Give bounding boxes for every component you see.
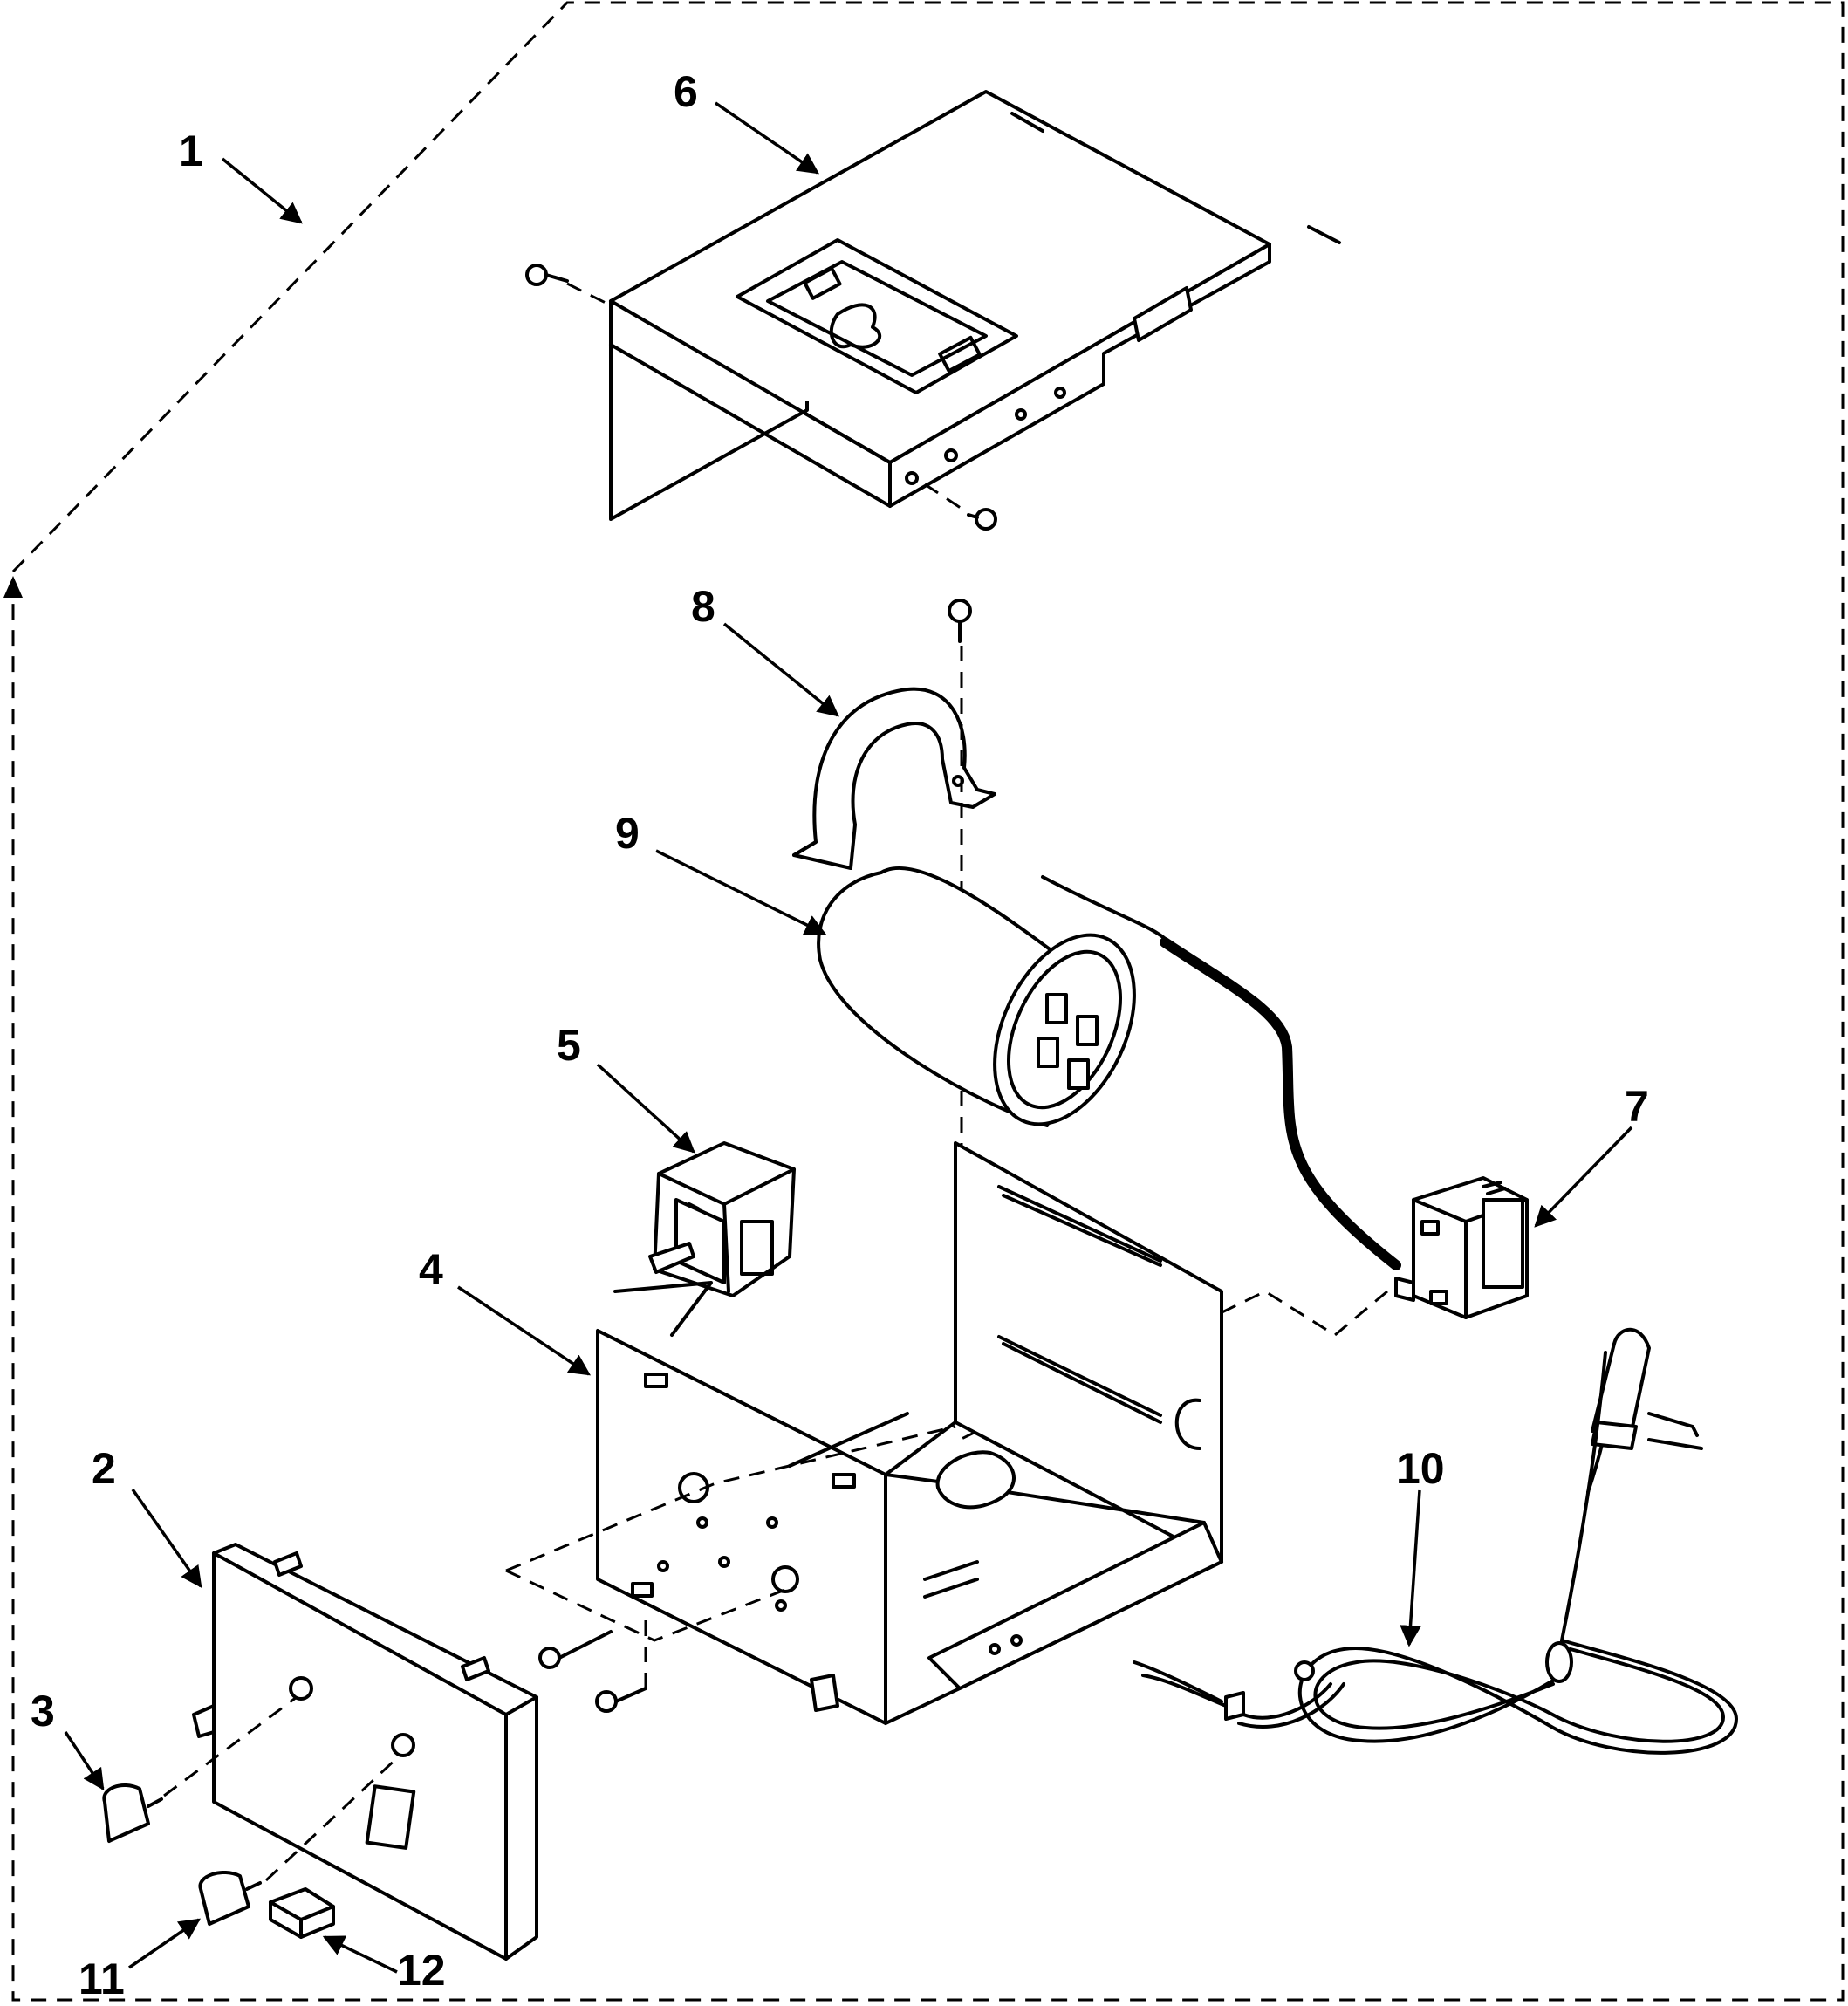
callout-5: 5 [557, 1021, 695, 1154]
svg-text:7: 7 [1625, 1082, 1649, 1131]
callout-6: 6 [674, 67, 820, 175]
callout-3: 3 [31, 1687, 105, 1791]
screw-top-left [525, 264, 612, 307]
callout-7: 7 [1534, 1082, 1649, 1228]
control-housing [596, 1141, 1223, 1725]
top-cover-bracket [609, 90, 1341, 521]
svg-text:10: 10 [1396, 1444, 1445, 1493]
callout-12: 12 [322, 1935, 446, 1995]
svg-text:1: 1 [179, 127, 203, 175]
thermostat-switch [1394, 1176, 1529, 1319]
svg-text:8: 8 [691, 582, 715, 631]
power-cord [1133, 1327, 1738, 1755]
callout-9: 9 [615, 809, 827, 935]
svg-text:4: 4 [419, 1245, 443, 1294]
knob-upper [102, 1695, 298, 1843]
svg-text:12: 12 [397, 1946, 446, 1995]
capacitor-wire [1041, 875, 1171, 944]
capacitor-wire-insulated [1160, 937, 1401, 1270]
screw-top-right [924, 483, 997, 531]
svg-text:3: 3 [31, 1687, 55, 1736]
run-capacitor [817, 866, 1136, 1127]
housing-screw-left [538, 1630, 613, 1669]
svg-text:6: 6 [674, 67, 698, 116]
callout-1: 1 [179, 127, 303, 224]
callout-4: 4 [419, 1245, 592, 1376]
timer-motor [613, 1141, 796, 1337]
housing-mount-dash-2 [505, 1569, 791, 1642]
svg-text:11: 11 [79, 1955, 125, 2003]
svg-text:5: 5 [557, 1021, 581, 1070]
assembly-boundary [3, 1, 1845, 2002]
housing-screw-right [595, 1619, 647, 1713]
front-control-panel [192, 1543, 538, 1961]
knob-lower [198, 1754, 401, 1926]
callout-2: 2 [92, 1444, 202, 1589]
svg-text:2: 2 [92, 1444, 116, 1493]
capacitor-mounting-strap [792, 687, 996, 870]
callout-10: 10 [1396, 1444, 1445, 1647]
svg-text:9: 9 [615, 809, 640, 858]
callout-11: 11 [79, 1918, 202, 2003]
rocker-switch [269, 1887, 335, 1939]
callout-8: 8 [691, 582, 839, 717]
